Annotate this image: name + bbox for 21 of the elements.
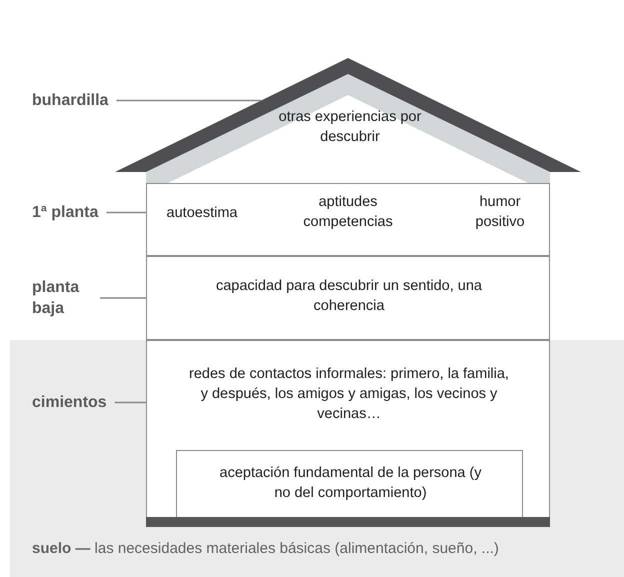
inner-box xyxy=(176,450,523,519)
foundation-box xyxy=(146,340,550,518)
floor-text: autoestima xyxy=(166,204,238,223)
floor-text: humor positivo xyxy=(474,193,526,232)
floor-text: aceptación fundamental de la persona (y no del comportamiento) xyxy=(218,464,482,503)
leader-line xyxy=(114,402,146,404)
floor-text: otras experiencias por descubrir xyxy=(278,108,422,147)
floor-name: 1ª planta xyxy=(32,203,98,223)
floor-name: buhardilla xyxy=(32,91,108,111)
floor-name: cimientos xyxy=(32,393,107,413)
floor-box xyxy=(146,183,550,256)
leader-line xyxy=(116,100,262,102)
floor-name: planta baja xyxy=(32,278,80,319)
ground-band xyxy=(10,340,624,577)
floor-box xyxy=(146,256,550,340)
leader-line xyxy=(100,297,146,299)
floor-text: capacidad para descubrir un sentido, una coherencia xyxy=(214,277,483,316)
leader-line xyxy=(106,212,146,214)
ground-note: suelo — las necesidades materiales básicas (alimentación, sueño, ...) xyxy=(32,539,500,559)
floor-text: redes de contactos informales: primero, la familia, y después, los amigos y amigas, los vecinos y vecinas… xyxy=(189,365,509,424)
floor-text: aptitudes competencias xyxy=(302,193,394,232)
